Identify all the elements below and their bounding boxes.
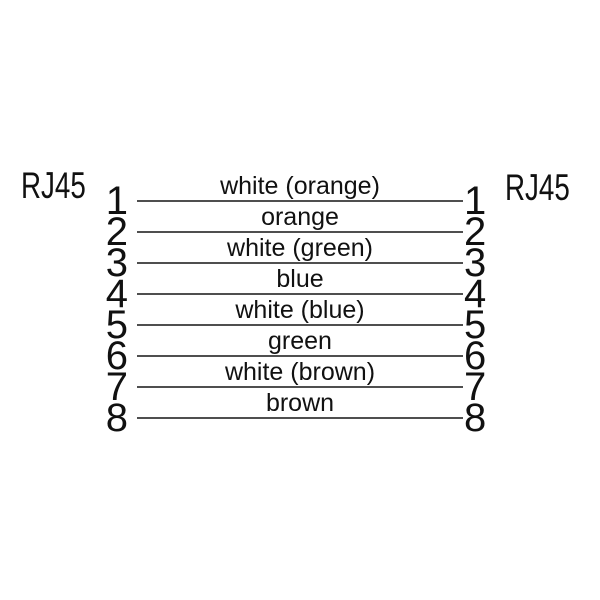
wire-color-label: orange [261,203,339,231]
wire-color-label: white (green) [227,234,373,262]
wire-line: green [137,326,463,357]
wire-color-label: blue [276,265,324,293]
wire-row: 4 blue 4 [0,264,600,315]
left-pin-number: 4 [105,272,128,316]
right-connector-label: RJ45 [505,167,570,208]
wire-line: white (orange) [137,171,463,202]
right-pin-number: 1 [464,179,487,223]
wire-line: orange [137,202,463,233]
wire-line: white (brown) [137,357,463,388]
left-pin-number: 6 [105,334,128,378]
wire-color-label: white (blue) [235,296,365,324]
left-pin-number: 1 [105,179,128,223]
left-pin-number: 7 [105,365,128,409]
wire-line: brown [137,388,463,419]
wire-color-label: white (orange) [220,172,380,200]
right-pin-number: 2 [464,210,487,254]
left-pin-number: 5 [105,303,128,347]
right-pin-number: 5 [464,303,487,347]
left-pin-number: 3 [105,241,128,285]
wire-row: 7 white (brown) 7 [0,357,600,408]
wire-color-label: green [268,327,332,355]
right-pin-number: 3 [464,241,487,285]
wire-row: 2 orange 2 [0,202,600,253]
wire-row: 5 white (blue) 5 [0,295,600,346]
left-connector-label: RJ45 [21,165,86,206]
left-pin-number: 2 [105,210,128,254]
wire-row: 6 green 6 [0,326,600,377]
wire-line: white (green) [137,233,463,264]
wire-row: 3 white (green) 3 [0,233,600,284]
wire-color-label: brown [265,389,335,417]
right-pin-number: 7 [464,365,487,409]
right-pin-number: 8 [464,396,487,440]
wire-line: blue [137,264,463,295]
left-pin-number: 8 [105,396,128,440]
right-pin-number: 4 [464,272,487,316]
wire-color-label: white (brown) [224,358,376,386]
wire-row: 8 brown 8 [0,388,600,439]
wire-row: 1 white (orange) 1 [0,171,600,222]
wire-line: white (blue) [137,295,463,326]
right-pin-number: 6 [464,334,487,378]
